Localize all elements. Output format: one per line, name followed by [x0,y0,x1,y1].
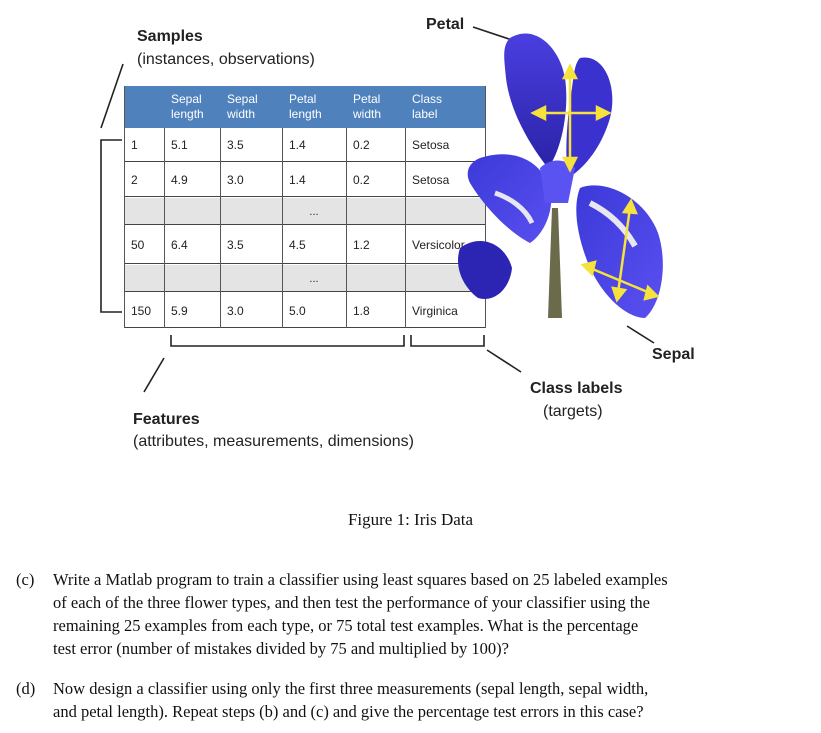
features-title: Features [133,411,200,428]
cell-class-label: Setosa [412,138,450,152]
question-line: Write a Matlab program to train a classi… [53,570,668,589]
class-labels-title: Class labels [530,380,623,397]
question-line: and petal length). Repeat steps (b) and … [53,702,644,721]
table-row [124,128,486,162]
samples-subtitle: (instances, observations) [137,51,315,68]
table-gap-row [124,198,486,225]
table-row [124,163,486,197]
cell-class-label: Virginica [412,303,458,318]
question-line: test error (number of mistakes divided b… [53,639,509,658]
sepal-leader-line [626,325,655,344]
cell-sepal-length: 5.9 [171,303,188,318]
cell-petal-width: 0.2 [353,173,370,187]
ellipsis: ... [309,205,319,218]
cell-petal-width: 1.8 [353,303,370,318]
sepal-label: Sepal [652,346,695,363]
figure-annotations [100,26,655,393]
cell-sepal-width: 3.5 [227,238,244,252]
cell-petal-length: 1.4 [289,138,306,152]
cell-class-label: Versicolor [412,238,465,252]
question-line: of each of the three flower types, and t… [53,593,650,612]
row-index: 50 [131,238,145,252]
question-c: (c) Write a Matlab program to train a cl… [16,568,798,660]
samples-leader-line [100,63,124,129]
question-d: (d) Now design a classifier using only t… [16,677,798,723]
ellipsis: ... [309,272,319,285]
class-labels-leader-line [486,349,522,373]
cell-sepal-width: 3.5 [227,138,244,152]
table-row [124,226,486,264]
figure-caption: Figure 1: Iris Data [347,510,474,529]
cell-sepal-length: 4.9 [171,173,188,187]
features-leader-line [143,357,165,393]
samples-title: Samples [137,28,203,45]
question-tag: (d) [16,679,36,698]
row-index: 150 [131,303,152,318]
header-class-label: Class label [405,92,485,122]
table-row [124,293,486,328]
question-line: Now design a classifier using only the f… [53,679,649,698]
samples-bracket [100,139,122,313]
header-sepal-length: Sepal length [164,92,219,122]
cell-petal-length: 4.5 [289,238,306,252]
iris-flower-image [458,33,663,318]
petal-label: Petal [426,16,465,33]
cell-sepal-width: 3.0 [227,173,244,187]
petal-leader-line [472,26,513,41]
row-index: 2 [131,173,138,187]
cell-class-label: Setosa [412,173,450,187]
iris-data-table: Sepal length Sepal width Petal length Pe… [124,86,486,328]
cell-petal-width: 0.2 [353,138,370,152]
cell-sepal-length: 6.4 [171,238,188,252]
header-petal-length: Petal length [282,92,345,122]
features-subtitle: (attributes, measurements, dimensions) [133,433,414,450]
cell-sepal-length: 5.1 [171,138,188,152]
cell-petal-width: 1.2 [353,238,370,252]
cell-petal-length: 5.0 [289,303,306,318]
question-line: remaining 25 examples from each type, or… [53,616,639,635]
table-gap-row [124,265,486,292]
header-sepal-width: Sepal width [220,92,281,122]
cell-petal-length: 1.4 [289,173,306,187]
row-index: 1 [131,138,138,152]
features-bracket [170,335,405,347]
class-labels-subtitle: (targets) [543,403,603,420]
cell-sepal-width: 3.0 [227,303,244,318]
class-labels-bracket [410,335,485,347]
question-tag: (c) [16,570,35,589]
header-petal-width: Petal width [346,92,404,122]
